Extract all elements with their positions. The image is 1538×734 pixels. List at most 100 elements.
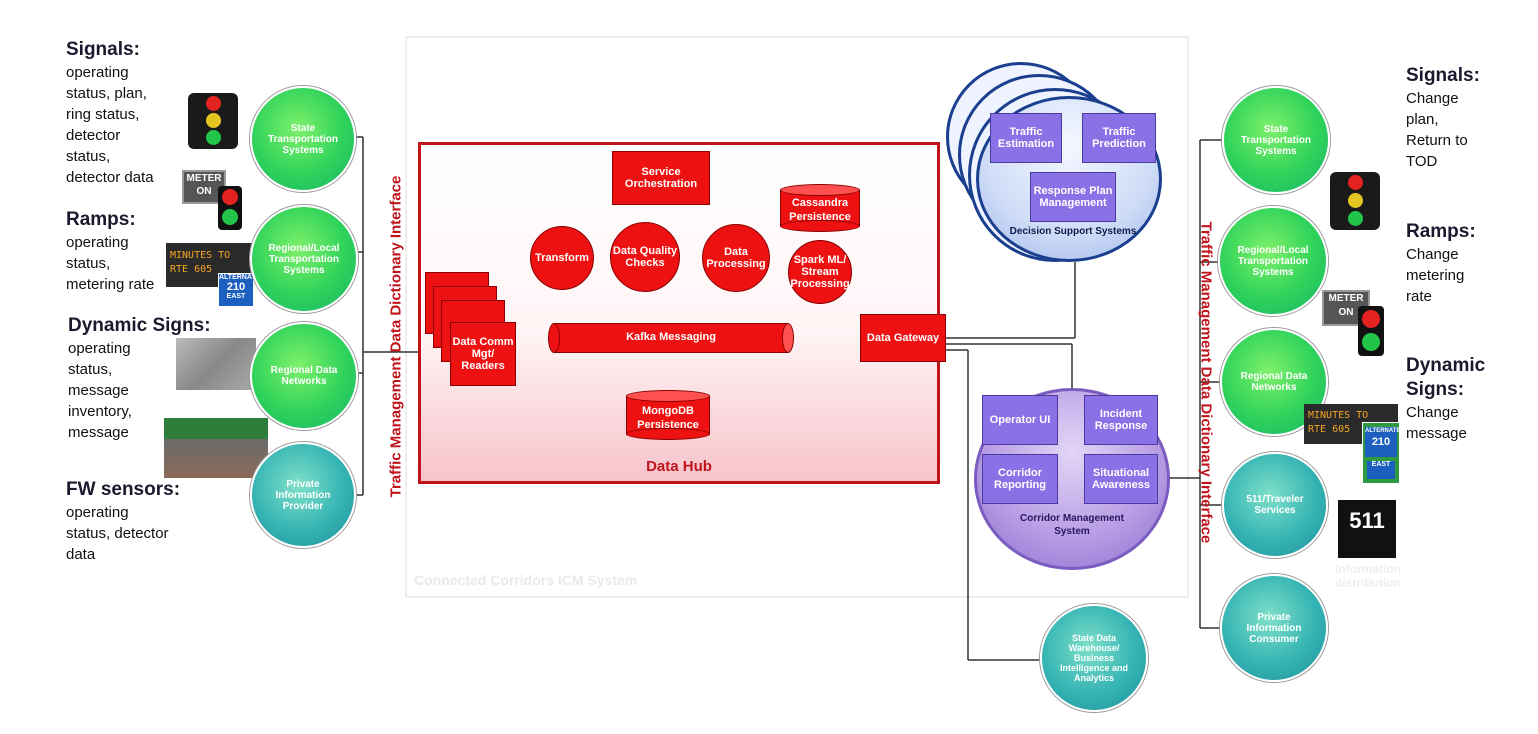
data-hub-title: Data Hub [646, 458, 712, 475]
response-plan-management-box: Response Plan Management [1030, 172, 1116, 222]
511-caption-line: distribution [1335, 576, 1401, 590]
service-orchestration-box: Service Orchestration [612, 151, 710, 205]
traffic-prediction-box: Traffic Prediction [1082, 113, 1156, 163]
left-ramps-line: status, [66, 255, 111, 272]
kafka-messaging-pipe: Kafka Messaging [548, 323, 794, 353]
left-fw-sensors-line: operating [66, 504, 129, 521]
left-ramps-title: Ramps: [66, 209, 136, 230]
shield-direction: EAST [226, 293, 246, 300]
511-caption-line: Information [1335, 562, 1401, 576]
right-ramps-line: metering [1406, 267, 1465, 284]
data-processing-node: Data Processing [702, 224, 770, 292]
left-node-regional-data-networks: Regional Data Networks [250, 322, 358, 430]
right-signals-line: Change [1406, 90, 1459, 107]
left-node-state-transportation: State Transportation Systems [250, 86, 356, 192]
right-signals-line: TOD [1406, 153, 1438, 170]
spark-stream-processing-node: Spark ML/ Stream Processing [788, 240, 852, 304]
system-boundary-label: Connected Corridors ICM System [414, 572, 638, 588]
traffic-signal-icon [1330, 172, 1380, 230]
right-node-private-information-consumer: Private Information Consumer [1220, 574, 1328, 682]
decision-support-title: Decision Support Systems [1009, 226, 1137, 237]
right-ramps-line: Change [1406, 246, 1459, 263]
cms-line: MINUTES TO [170, 250, 231, 261]
traffic-estimation-box: Traffic Estimation [990, 113, 1062, 163]
right-dynamic-signs-line: message [1406, 425, 1467, 442]
meter-label: METER [1328, 293, 1364, 304]
right-dynamic-signs-block: Dynamic Signs: Change message [1406, 354, 1485, 444]
meter-label: METER [186, 173, 222, 184]
shield-number: 210 [1371, 436, 1391, 448]
left-signals-line: operating [66, 64, 129, 81]
left-dynamic-signs-line: message [68, 382, 129, 399]
left-fw-sensors-line: data [66, 546, 96, 563]
data-gateway-box: Data Gateway [860, 314, 946, 362]
511-badge-icon: 511 [1338, 500, 1396, 558]
cms-line: RTE 605 [170, 264, 213, 275]
incident-response-box: Incident Response [1084, 395, 1158, 445]
right-signals-line: Return to [1406, 132, 1468, 149]
cms-line: RTE 605 [1308, 424, 1351, 435]
right-dynamic-signs-title: Signs: [1406, 379, 1465, 400]
right-ramps-block: Ramps: Change metering rate [1406, 220, 1476, 307]
corridor-management-title: Corridor Management System [1020, 513, 1124, 537]
data-comm-readers-box: Data Comm Mgt/ Readers [450, 322, 516, 386]
state-data-warehouse-node: State Data Warehouse/ Business Intellige… [1040, 604, 1148, 712]
right-ramps-title: Ramps: [1406, 221, 1476, 242]
shield-direction: EAST [1367, 461, 1395, 479]
right-dynamic-signs-title: Dynamic [1406, 355, 1486, 376]
left-dynamic-signs-block: Dynamic Signs: operating status, message… [68, 314, 211, 443]
highway-photo-icon [176, 338, 256, 390]
left-dynamic-signs-line: operating [68, 340, 131, 357]
ramp-meter-icon: METER ON [1322, 290, 1392, 358]
mongodb-persistence-db: MongoDB Persistence [626, 390, 710, 440]
meter-on-label: ON [1338, 307, 1354, 318]
left-signals-line: status, plan, [66, 85, 147, 102]
left-node-private-information-provider: Private Information Provider [250, 442, 356, 548]
left-fw-sensors-block: FW sensors: operating status, detector d… [66, 478, 180, 565]
cms-line: MINUTES TO [1308, 410, 1369, 421]
traffic-signal-icon [188, 93, 238, 149]
message-sign-icon: MINUTES TO RTE 605 ALTERNATE 210 EAST [1304, 404, 1400, 484]
left-dynamic-signs-line: inventory, [68, 403, 132, 420]
left-ramps-line: metering rate [66, 276, 155, 293]
situational-awareness-box: Situational Awareness [1084, 454, 1158, 504]
ramp-meter-icon: METER ON [182, 170, 242, 230]
right-signals-line: plan, [1406, 111, 1439, 128]
transform-node: Transform [530, 226, 594, 290]
right-dynamic-signs-line: Change [1406, 404, 1459, 421]
left-signals-line: detector data [66, 169, 154, 186]
left-fw-sensors-line: status, detector [66, 525, 169, 542]
left-interface-label: Traffic Management Data Dictionary Inter… [387, 175, 405, 498]
data-quality-checks-node: Data Quality Checks [610, 222, 680, 292]
meter-on-label: ON [196, 186, 212, 197]
left-fw-sensors-title: FW sensors: [66, 479, 181, 500]
mongodb-label: MongoDB Persistence [637, 405, 699, 431]
right-node-511-traveler-services: 511/Traveler Services [1222, 452, 1328, 558]
cassandra-label: Cassandra Persistence [789, 197, 851, 223]
cassandra-persistence-db: Cassandra Persistence [780, 184, 860, 232]
left-signals-block: Signals: operating status, plan, ring st… [66, 38, 154, 188]
operator-ui-box: Operator UI [982, 395, 1058, 445]
left-ramps-line: operating [66, 234, 129, 251]
corridor-reporting-box: Corridor Reporting [982, 454, 1058, 504]
511-caption: Information distribution [1322, 562, 1414, 590]
right-signals-title: Signals: [1406, 65, 1480, 86]
left-ramps-block: Ramps: operating status, metering rate [66, 208, 154, 295]
shield-number: 210 [226, 281, 246, 293]
left-signals-title: Signals: [66, 39, 140, 60]
right-signals-block: Signals: Change plan, Return to TOD [1406, 64, 1480, 172]
left-dynamic-signs-line: message [68, 424, 129, 441]
shield-alternate: ALTERNATE [1365, 428, 1401, 434]
message-sign-icon: MINUTES TO RTE 605 ALTERNATE 210 EAST [166, 243, 260, 307]
left-dynamic-signs-line: status, [68, 361, 113, 378]
right-interface-label: Traffic Management Data Dictionary Inter… [1197, 221, 1215, 544]
kafka-label: Kafka Messaging [626, 331, 716, 343]
right-node-state-transportation: State Transportation Systems [1222, 86, 1330, 194]
right-node-regional-local-transportation: Regional/Local Transportation Systems [1218, 206, 1328, 316]
left-signals-line: ring status, [66, 106, 140, 123]
right-ramps-line: rate [1406, 288, 1432, 305]
traffic-photo-icon [164, 418, 268, 478]
left-signals-line: detector [66, 127, 121, 144]
left-dynamic-signs-title: Dynamic Signs: [68, 315, 211, 336]
left-signals-line: status, [66, 148, 111, 165]
